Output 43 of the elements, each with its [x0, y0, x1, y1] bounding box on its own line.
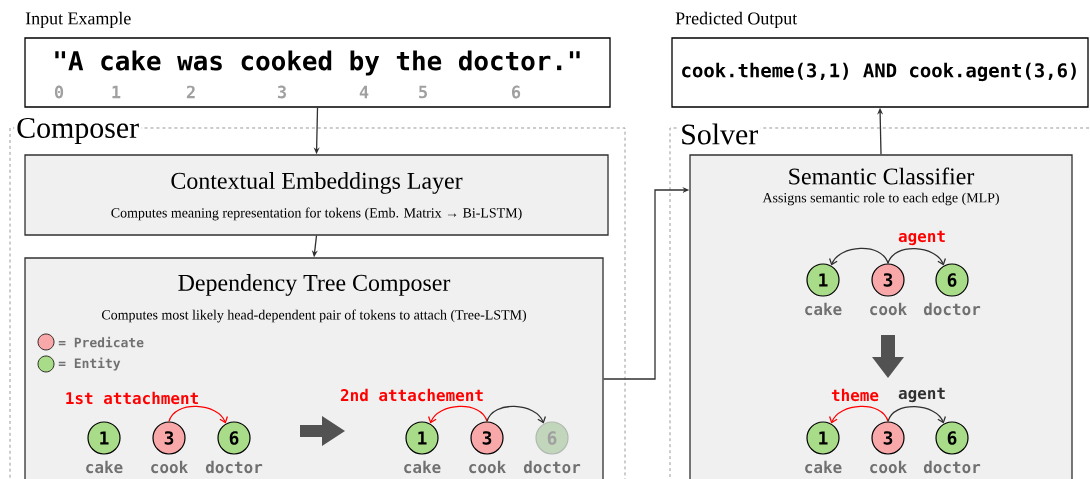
token-word: cake — [86, 460, 123, 474]
token-word: cook — [151, 460, 188, 474]
arc-arrow — [828, 405, 889, 424]
box-heading: Input Example — [25, 11, 131, 29]
arc-arrow — [168, 405, 229, 424]
token-index: 6 — [512, 85, 521, 99]
box-title: Semantic Classifier — [789, 167, 975, 185]
token-index: 5 — [419, 85, 427, 99]
box-description: Assigns semantic role to each edge (MLP) — [762, 192, 999, 206]
edge-label: agent — [898, 387, 945, 403]
arc-arrow — [486, 405, 547, 424]
box-title: Dependency Tree Composer — [178, 274, 451, 296]
token-word: cook — [870, 302, 907, 316]
legend-label: = Predicate — [58, 336, 144, 348]
token-word: doctor — [923, 302, 981, 316]
code-text: "A cake was cooked by the doctor." — [55, 50, 580, 76]
token-word: cake — [805, 302, 842, 316]
token-index: 4 — [359, 85, 369, 99]
token-word: doctor — [523, 460, 581, 474]
edge-label: 2nd attachement — [340, 388, 483, 402]
arc-arrow — [427, 405, 488, 424]
token-index: 1 — [112, 85, 121, 99]
token-word: cook — [469, 460, 506, 474]
arc-arrow — [887, 248, 947, 266]
token-index: 3 — [277, 85, 286, 99]
arc-arrow — [828, 247, 889, 266]
box-description: Computes most likely head-dependent pair of tokens to attach (Tree-LSTM) — [102, 309, 527, 323]
edge-label: theme — [831, 388, 879, 402]
legend-label: = Entity — [58, 357, 121, 371]
token-word: cake — [404, 460, 441, 474]
edge-label: 1st attachment — [66, 391, 198, 405]
code-text: cook.theme(3,1) AND cook.agent(3,6) — [682, 62, 1076, 82]
box-description: Computes meaning representation for tokens (Emb. Matrix → Bi-LSTM) — [111, 207, 522, 221]
token-word: cook — [870, 460, 907, 474]
token-index: 2 — [186, 85, 195, 99]
token-word: doctor — [205, 460, 263, 474]
edge-label: agent — [898, 230, 945, 246]
box-title: Contextual Embeddings Layer — [171, 172, 463, 194]
box-heading: Predicted Output — [675, 11, 798, 29]
token-word: doctor — [923, 460, 981, 474]
token-word: cake — [805, 460, 842, 474]
token-index: 0 — [54, 85, 64, 99]
arc-arrow — [887, 406, 947, 424]
